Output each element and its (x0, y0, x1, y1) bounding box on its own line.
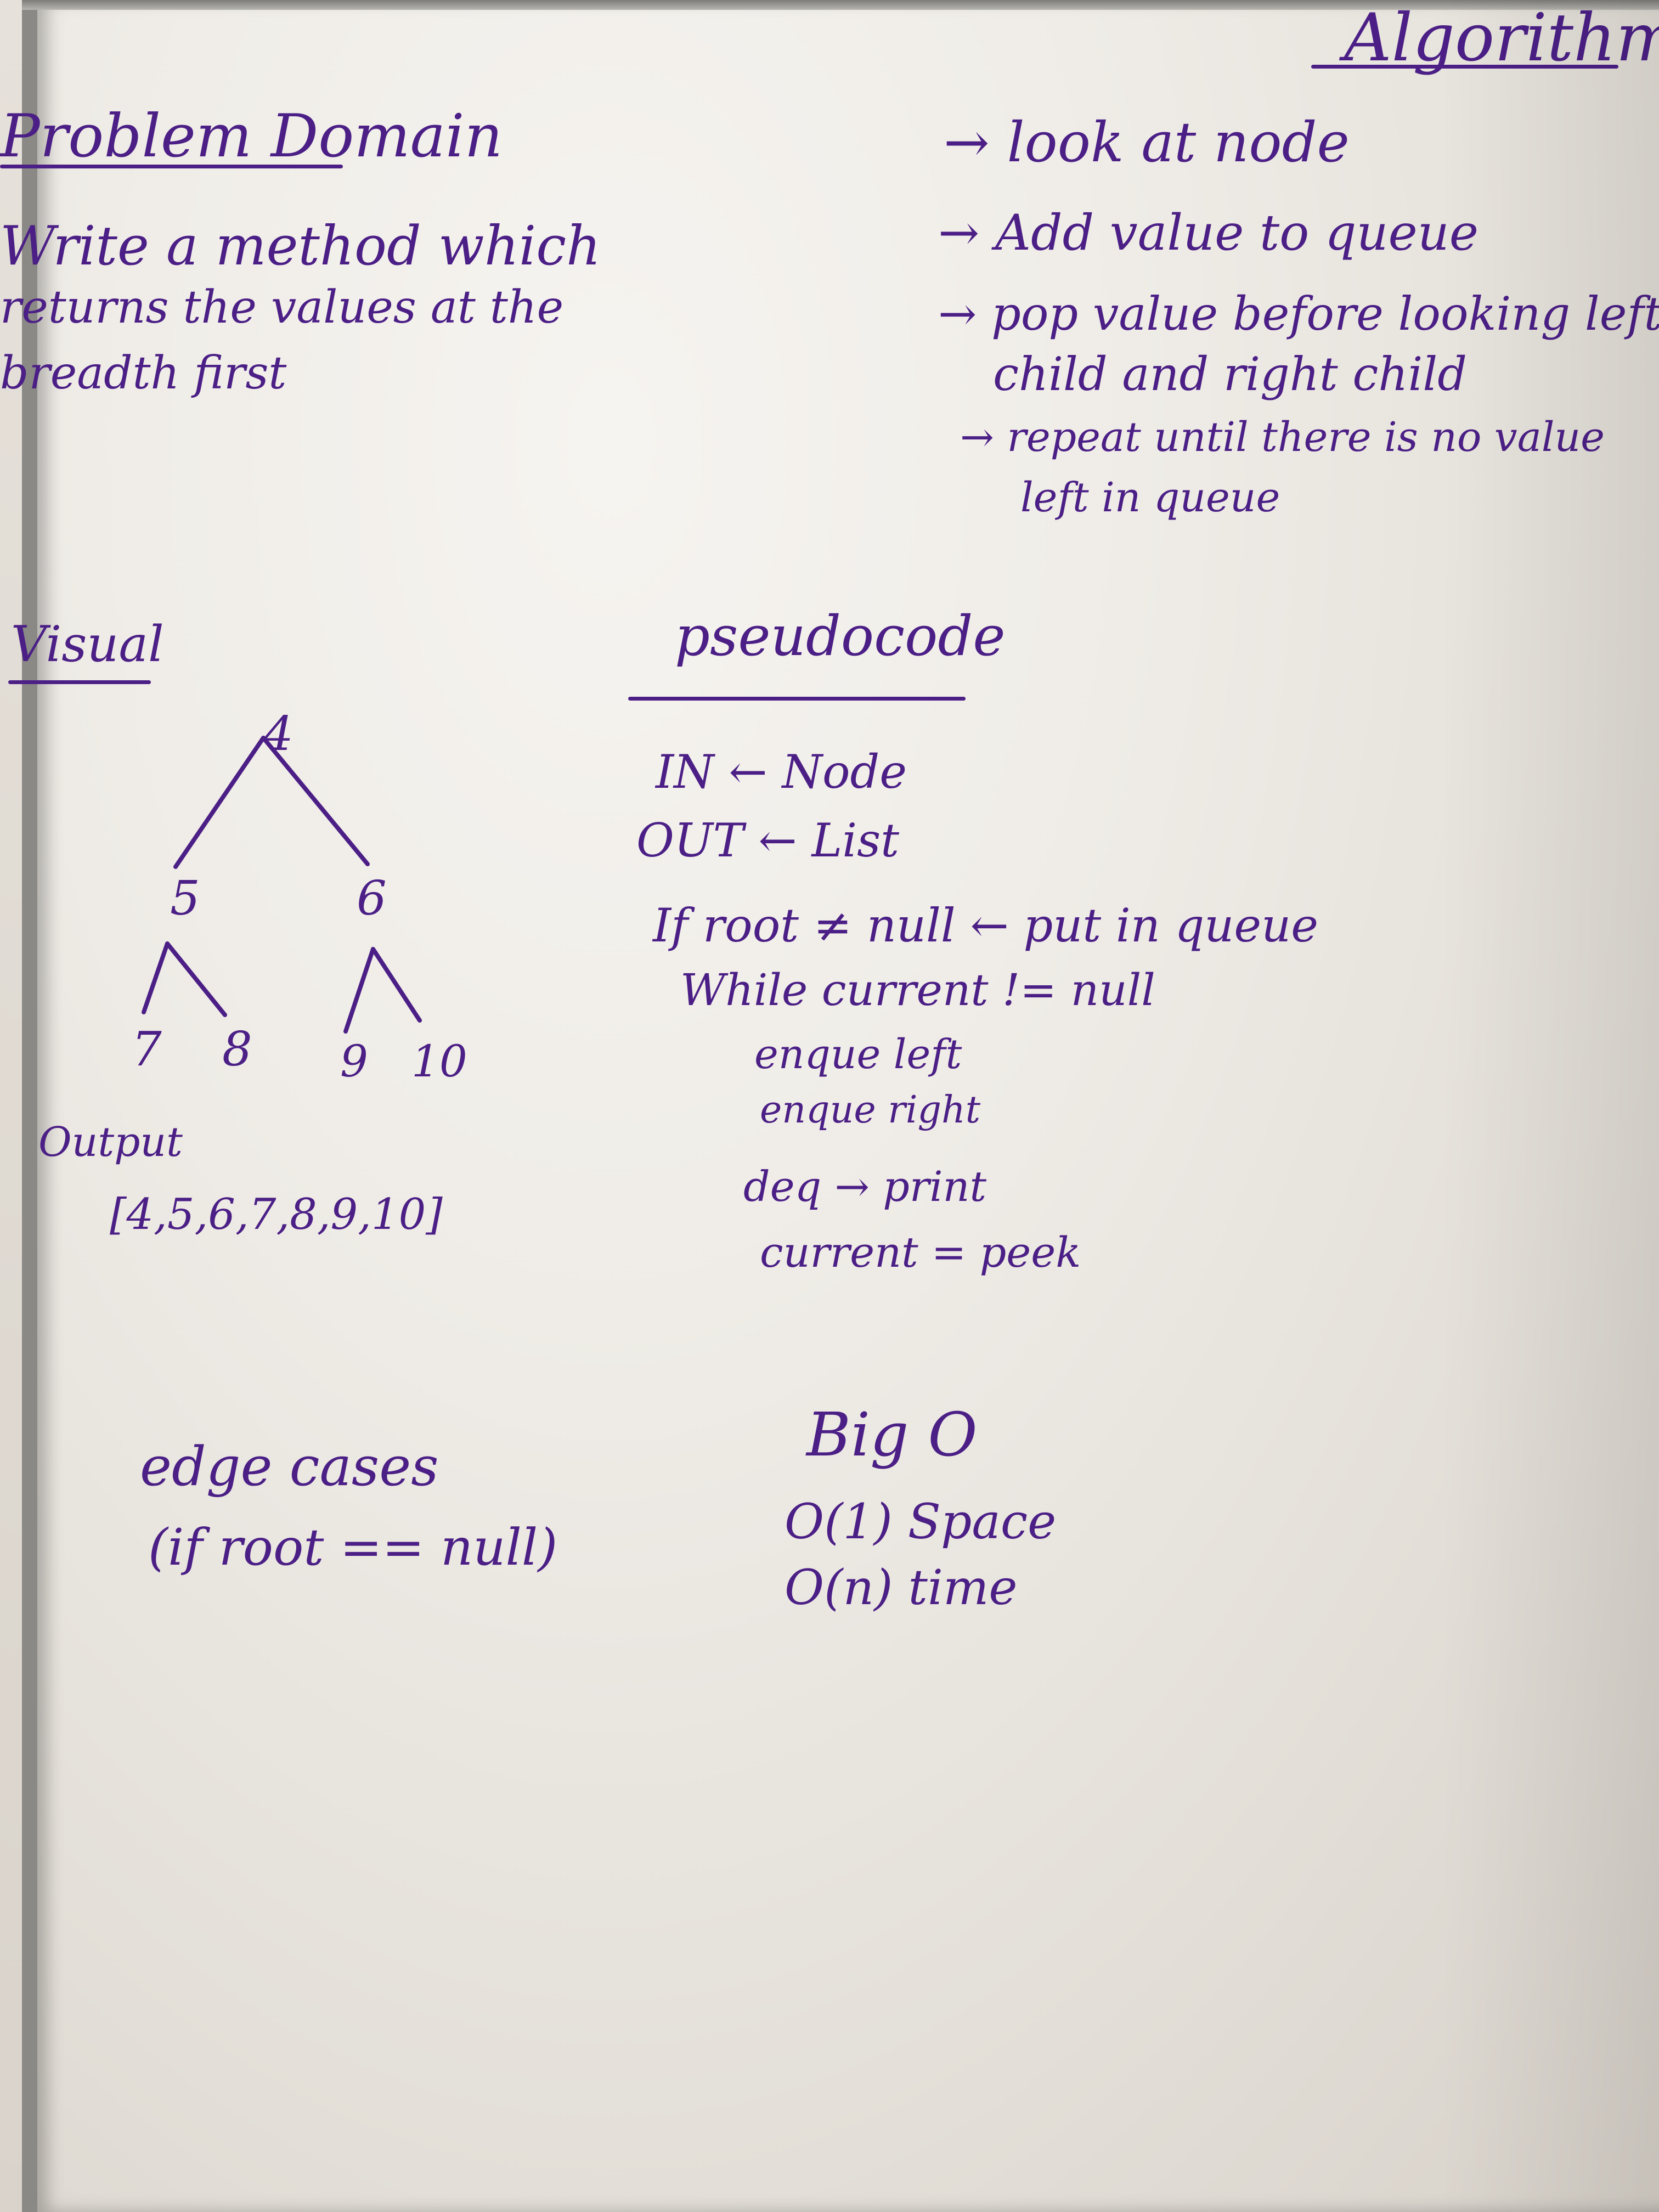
approach-line-3: → pop value before looking left (938, 287, 1659, 341)
board-title: Algorithms (1344, 0, 1659, 76)
pseudocode-line-1: IN ← Node (656, 745, 907, 799)
tree-edge-5-7 (142, 941, 170, 1014)
edge-cases-text: (if root == null) (148, 1518, 558, 1577)
output-value: [4,5,6,7,8,9,10] (110, 1190, 443, 1239)
pseudocode-line-8: current = peek (760, 1228, 1081, 1277)
big-o-heading: Big O (806, 1400, 978, 1470)
visual-underline (8, 680, 151, 684)
pseudocode-underline (628, 697, 966, 701)
tree-node-9: 9 (340, 1036, 368, 1087)
tree-edge-6-9 (343, 947, 375, 1034)
approach-line-1: → look at node (944, 110, 1350, 174)
tree-node-5: 5 (170, 871, 200, 926)
pseudocode-line-3: If root ≠ null ← put in queue (653, 899, 1318, 952)
tree-node-8: 8 (222, 1022, 252, 1077)
approach-line-2: → Add value to queue (938, 204, 1479, 262)
edge-cases-heading: edge cases (140, 1436, 439, 1498)
output-label: Output (38, 1119, 183, 1166)
tree-node-10: 10 (411, 1036, 467, 1087)
title-underline (1311, 65, 1618, 69)
problem-domain-underline (0, 165, 343, 168)
tree-node-6: 6 (357, 871, 387, 926)
visual-heading: Visual (11, 616, 164, 673)
pseudocode-line-6: enque right (760, 1088, 981, 1132)
tree-edge-4-5 (173, 736, 266, 869)
pseudocode-heading: pseudocode (675, 604, 1006, 668)
big-o-time: O(n) time (785, 1559, 1018, 1616)
approach-line-4: child and right child (993, 347, 1467, 401)
problem-domain-line-3: breadth first (0, 347, 287, 399)
tree-edge-5-8 (165, 941, 227, 1017)
tree-node-root: 4 (263, 707, 294, 761)
problem-domain-line-2: returns the values at the (0, 281, 564, 334)
tree-edge-6-10 (371, 947, 422, 1023)
pseudocode-line-4: While current != null (680, 964, 1155, 1015)
approach-line-6: left in queue (1020, 474, 1280, 521)
problem-domain-heading: Problem Domain (0, 102, 503, 171)
tree-edge-4-6 (261, 736, 370, 866)
pseudocode-line-7: deq → print (743, 1162, 987, 1211)
problem-domain-line-1: Write a method which (0, 215, 601, 278)
big-o-space: O(1) Space (785, 1493, 1057, 1550)
pseudocode-line-2: OUT ← List (636, 814, 899, 867)
approach-line-5: → repeat until there is no value (960, 414, 1605, 461)
tree-node-7: 7 (132, 1022, 162, 1077)
pseudocode-line-5: enque left (754, 1031, 962, 1078)
whiteboard-frame-top (22, 0, 1659, 10)
whiteboard (22, 0, 1659, 2212)
